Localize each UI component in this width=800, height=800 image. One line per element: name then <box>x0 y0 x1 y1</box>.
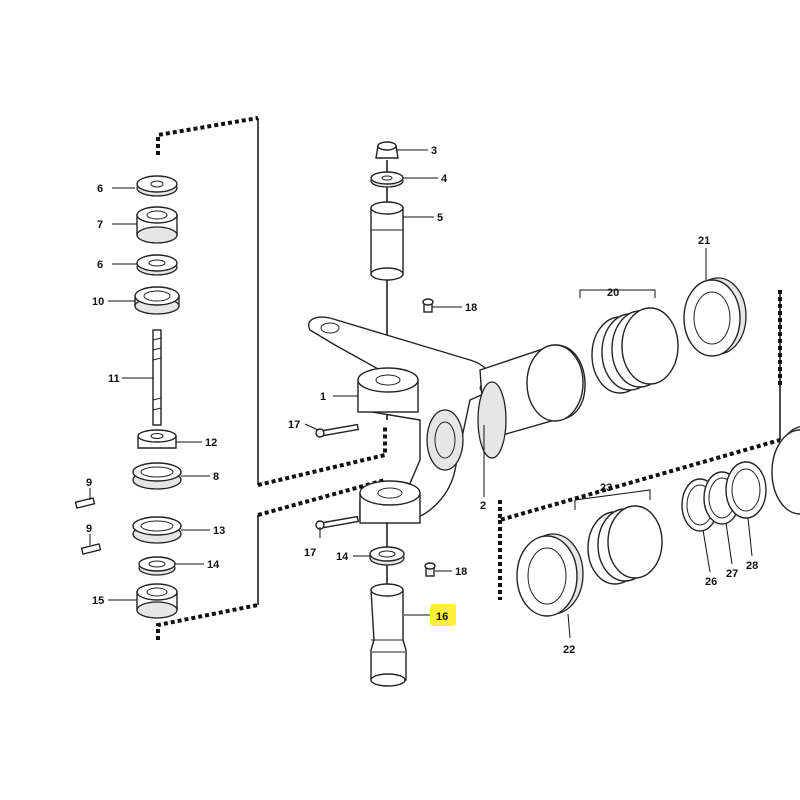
brake-drum-partial <box>771 425 800 515</box>
part-8-lock-ring <box>132 462 182 490</box>
part-4-washer <box>370 171 404 188</box>
callout-23: 23 <box>600 482 612 494</box>
callout-18-bottom: 18 <box>455 566 467 578</box>
part-17-bolt-bottom <box>315 515 360 530</box>
callout-8: 8 <box>213 471 219 483</box>
callout-6-bottom: 6 <box>97 259 103 271</box>
callout-3: 3 <box>431 145 437 157</box>
callout-12: 12 <box>205 437 217 449</box>
part-23-seal-rings <box>587 505 663 585</box>
callout-14-left: 14 <box>207 559 220 571</box>
part-14-washer-center <box>369 546 405 566</box>
part-3-nut <box>375 141 399 159</box>
part-11-stud <box>152 329 162 426</box>
callout-6-top: 6 <box>97 183 103 195</box>
part-22-oil-seal <box>516 533 584 617</box>
group-bracket-right <box>498 290 782 600</box>
callout-1: 1 <box>320 391 326 403</box>
callout-5: 5 <box>437 212 443 224</box>
callout-20: 20 <box>607 287 619 299</box>
part-16-kingpin <box>370 583 407 687</box>
part-14-washer-left <box>138 556 176 576</box>
callout-labels: 6 7 6 10 11 12 8 9 13 9 14 15 3 4 5 1 18… <box>86 145 758 656</box>
callout-18-top: 18 <box>465 302 477 314</box>
part-7-bearing <box>136 206 178 244</box>
callout-9-top: 9 <box>86 477 92 489</box>
callout-4: 4 <box>441 173 448 185</box>
callout-2: 2 <box>480 500 486 512</box>
part-10-seal <box>134 286 180 315</box>
callout-21: 21 <box>698 235 710 247</box>
part-1-steering-knuckle <box>308 316 499 524</box>
part-2-spindle-housing <box>477 344 586 459</box>
callout-16: 16 <box>436 611 448 623</box>
part-9-pin-top <box>74 497 96 509</box>
part-21-oil-seal <box>683 277 747 357</box>
part-17-bolt-top <box>315 423 360 438</box>
callout-22: 22 <box>563 644 575 656</box>
part-9-pin-bottom <box>80 543 102 555</box>
callout-14-center: 14 <box>336 551 349 563</box>
part-6-washer-bottom <box>136 254 178 276</box>
callout-11: 11 <box>108 373 120 385</box>
part-5-bushing <box>370 201 404 281</box>
part-18-grease-fitting-bottom <box>424 562 436 577</box>
part-6-washer-top <box>136 175 178 197</box>
part-20-seal-rings <box>591 307 679 394</box>
part-28-shim <box>725 461 767 519</box>
callout-13: 13 <box>213 525 225 537</box>
callout-9-bottom: 9 <box>86 523 92 535</box>
callout-10: 10 <box>92 296 104 308</box>
part-18-grease-fitting-top <box>422 298 434 313</box>
callout-17-top: 17 <box>288 419 300 431</box>
callout-17-bottom: 17 <box>304 547 316 559</box>
part-12-nut <box>137 429 177 449</box>
part-15-bearing <box>136 583 178 619</box>
callout-7: 7 <box>97 219 103 231</box>
callout-27: 27 <box>726 568 738 580</box>
callout-15: 15 <box>92 595 104 607</box>
callout-26: 26 <box>705 576 717 588</box>
leader-lines <box>89 149 753 639</box>
callout-16-highlight <box>430 604 456 626</box>
callout-28: 28 <box>746 560 758 572</box>
group-bracket-left <box>156 116 387 640</box>
part-13-lock-ring <box>132 516 182 544</box>
